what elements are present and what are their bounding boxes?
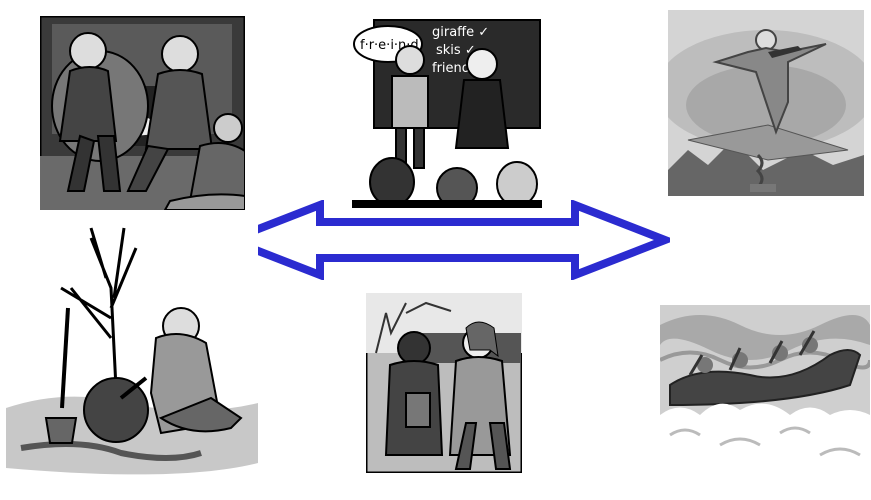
students-walking-clipart [366, 293, 522, 473]
gardener-planting-tree-clipart [6, 218, 258, 494]
family-fireside-clipart [40, 16, 245, 210]
businessman-springboard-image [668, 10, 864, 196]
classroom-spelling-clipart: f·r·e·i·n·d giraffe ✓ skis ✓ friend [352, 12, 542, 208]
double-headed-arrow-icon [225, 200, 670, 280]
family-fireside-image [40, 16, 245, 210]
students-walking-image [366, 293, 522, 473]
double-headed-arrow [225, 200, 670, 280]
businessman-springboard-clipart [668, 10, 864, 196]
board-word-friend: friend [432, 61, 470, 76]
whitewater-rafting-clipart [660, 305, 870, 481]
board-word-giraffe: giraffe ✓ [432, 25, 489, 40]
gardener-planting-tree-image [6, 218, 258, 494]
classroom-spelling-image: f·r·e·i·n·d giraffe ✓ skis ✓ friend [352, 12, 542, 208]
whitewater-rafting-image [660, 305, 870, 481]
